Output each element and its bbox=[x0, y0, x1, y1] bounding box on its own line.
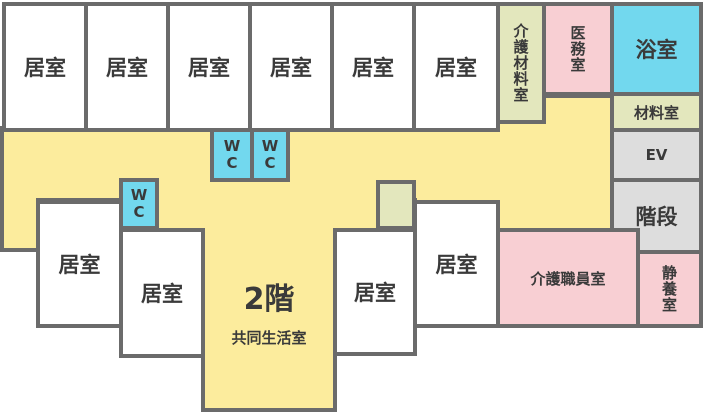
room-living-10[interactable]: 居室 bbox=[413, 200, 500, 328]
room-medical-office[interactable]: 医務室 bbox=[542, 2, 614, 96]
room-stairs-label: 階段 bbox=[635, 205, 678, 229]
room-living-2[interactable]: 居室 bbox=[84, 2, 170, 132]
room-living-9[interactable]: 居室 bbox=[333, 228, 417, 356]
wc-right[interactable]: W C bbox=[250, 128, 290, 182]
room-living-8[interactable]: 居室 bbox=[119, 228, 205, 358]
wc-lower-c: C bbox=[133, 203, 145, 221]
room-stairs[interactable]: 階段 bbox=[610, 178, 703, 254]
wc-right-w: W bbox=[261, 137, 279, 155]
room-living-4[interactable]: 居室 bbox=[248, 2, 334, 132]
room-bathroom[interactable]: 浴室 bbox=[610, 2, 703, 96]
wc-lower[interactable]: W C bbox=[119, 178, 159, 230]
room-living-5[interactable]: 居室 bbox=[330, 2, 416, 132]
room-living-7-label: 居室 bbox=[58, 253, 101, 277]
small-storage[interactable] bbox=[376, 180, 416, 230]
common-room-label: 共同生活室 bbox=[231, 329, 307, 347]
room-quiet[interactable]: 静養室 bbox=[636, 250, 703, 328]
wc-left[interactable]: W C bbox=[210, 128, 254, 182]
room-materials[interactable]: 材料室 bbox=[610, 92, 703, 132]
room-living-3-label: 居室 bbox=[188, 56, 230, 80]
wc-lower-w: W bbox=[130, 186, 148, 204]
room-care-materials-label: 介護材料室 bbox=[511, 23, 530, 103]
room-living-5-label: 居室 bbox=[352, 56, 394, 80]
room-care-staff-label: 介護職員室 bbox=[530, 269, 606, 288]
room-bathroom-label: 浴室 bbox=[635, 38, 678, 62]
wc-right-c: C bbox=[264, 154, 276, 172]
room-medical-office-label: 医務室 bbox=[568, 25, 587, 73]
room-living-7[interactable]: 居室 bbox=[36, 200, 123, 328]
wc-left-c: C bbox=[226, 154, 238, 172]
floor-number: 2階 bbox=[243, 282, 295, 317]
room-living-1[interactable]: 居室 bbox=[2, 2, 88, 132]
room-living-6[interactable]: 居室 bbox=[412, 2, 500, 132]
room-living-2-label: 居室 bbox=[106, 56, 148, 80]
room-materials-label: 材料室 bbox=[633, 103, 679, 122]
room-living-4-label: 居室 bbox=[270, 56, 312, 80]
wc-left-w: W bbox=[223, 137, 241, 155]
room-living-9-label: 居室 bbox=[354, 281, 396, 305]
room-care-staff[interactable]: 介護職員室 bbox=[496, 228, 640, 328]
room-living-8-label: 居室 bbox=[141, 282, 183, 306]
room-elevator[interactable]: EV bbox=[610, 128, 703, 182]
room-living-6-label: 居室 bbox=[435, 56, 477, 80]
room-living-1-label: 居室 bbox=[24, 56, 66, 80]
room-elevator-label: EV bbox=[645, 146, 668, 164]
room-quiet-label: 静養室 bbox=[660, 265, 678, 313]
room-living-3[interactable]: 居室 bbox=[166, 2, 252, 132]
room-care-materials[interactable]: 介護材料室 bbox=[496, 2, 546, 124]
room-living-10-label: 居室 bbox=[435, 253, 478, 277]
